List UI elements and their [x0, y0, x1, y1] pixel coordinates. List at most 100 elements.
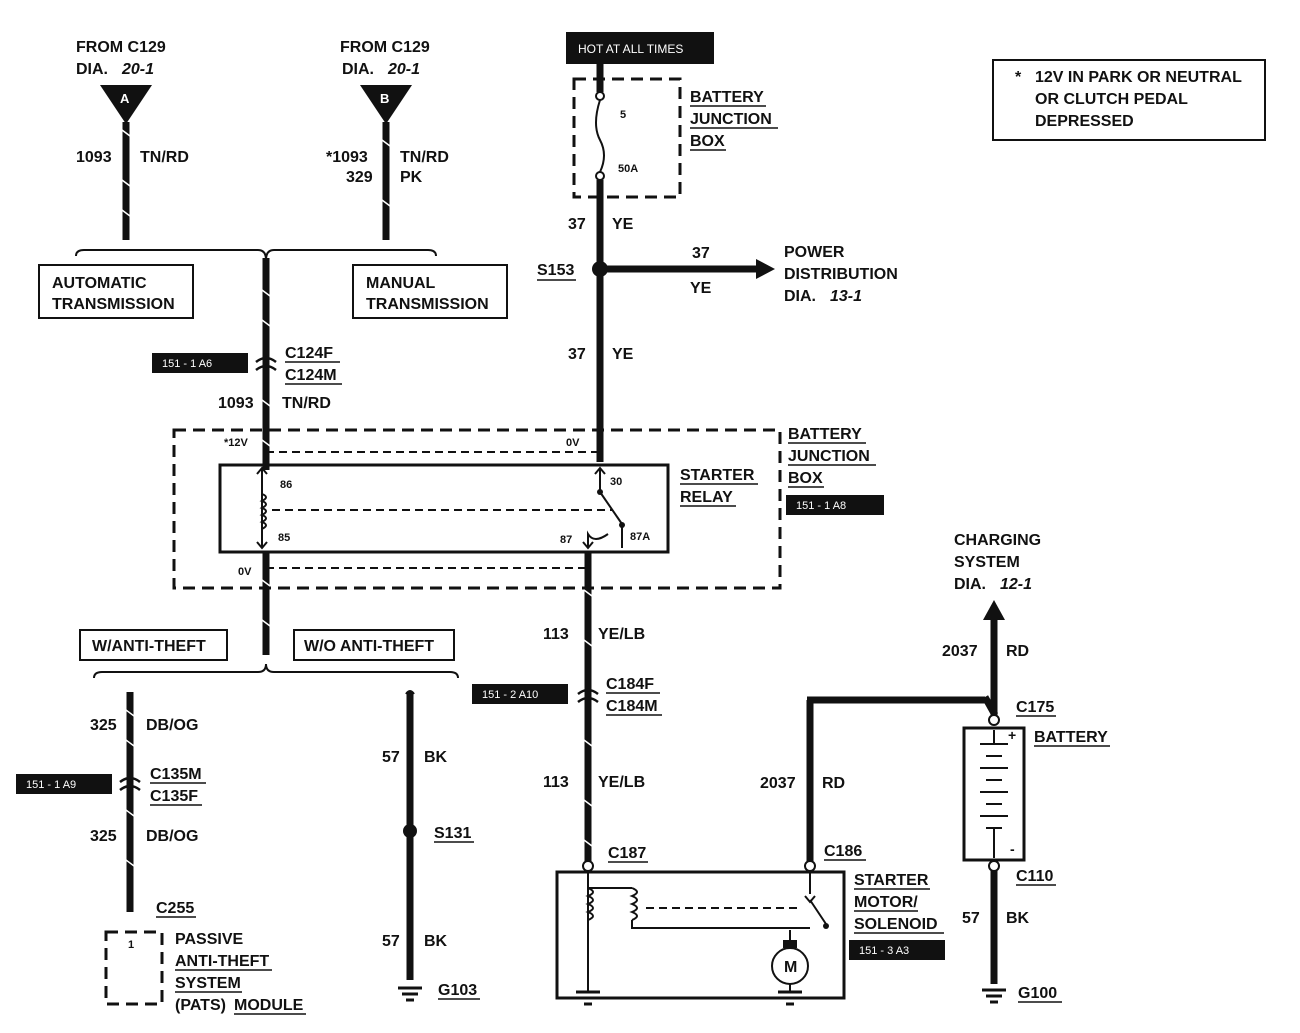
- conn-c184f: C184F: [606, 676, 654, 693]
- bjb-top-line3: BOX: [690, 133, 725, 150]
- from-a-line1: FROM C129: [76, 39, 166, 56]
- arrow-up-icon: [983, 600, 1005, 620]
- charging-dia-ref: 12-1: [1000, 576, 1032, 593]
- bjb-top-line2: JUNCTION: [690, 111, 772, 128]
- starter-line1: STARTER: [854, 872, 929, 889]
- splice-s153-icon: [592, 261, 608, 277]
- ground-starter-1-icon: [576, 990, 600, 1006]
- wire-2037-mid-num: 2037: [760, 775, 796, 792]
- splice-s153: S153: [537, 262, 574, 279]
- power-dist-line2: DISTRIBUTION: [784, 266, 898, 283]
- relay-pin87: 87: [560, 534, 572, 546]
- starter-solenoid-box: [555, 870, 846, 1000]
- power-dist-dia-prefix: DIA.: [784, 288, 816, 305]
- tag-a8-bg: [786, 495, 884, 515]
- solenoid-coil-2-icon: [588, 887, 810, 929]
- ground-g103: G103: [438, 982, 477, 999]
- bjb-main-line2: JUNCTION: [788, 448, 870, 465]
- conn-c255: C255: [156, 900, 194, 917]
- wire-57-batt-color: BK: [1006, 910, 1030, 927]
- relay-pin87a: 87A: [630, 531, 650, 543]
- bjb-main-line3: BOX: [788, 470, 823, 487]
- fuse-amp: 50A: [618, 163, 638, 175]
- conn-c124m: C124M: [285, 367, 337, 384]
- pats-pin: 1: [128, 939, 134, 951]
- tag-a6: 151 - 1 A6: [162, 358, 212, 370]
- arrow-right-icon: [756, 259, 775, 279]
- tag-a10-bg: [472, 684, 568, 704]
- tag-a3: 151 - 3 A3: [859, 945, 909, 957]
- connector-b-icon: [360, 85, 412, 124]
- note-star: *: [1015, 69, 1022, 86]
- wire-325-low-num: 325: [90, 828, 117, 845]
- connector-a-letter: A: [120, 91, 130, 106]
- conn-c186: C186: [824, 843, 862, 860]
- brace-bottom: [93, 663, 459, 679]
- wire-325-top-color: DB/OG: [146, 717, 198, 734]
- wire-57-low-color: BK: [424, 933, 448, 950]
- wire-57-top-num: 57: [382, 749, 400, 766]
- hot-label-bg: [566, 32, 714, 64]
- no-anti-theft-box: [293, 629, 455, 661]
- wire-37-mid-color: YE: [612, 346, 634, 363]
- solenoid-coil-1-icon: [585, 887, 594, 921]
- from-a-dia-prefix: DIA.: [76, 61, 108, 78]
- conn-c110: C110: [1016, 868, 1053, 885]
- relay-line2: RELAY: [680, 489, 733, 506]
- power-dist-dia-ref: 13-1: [830, 288, 862, 305]
- conn-c187: C187: [608, 845, 646, 862]
- conn-c135f: C135F: [150, 788, 198, 805]
- anti-theft-box: [79, 629, 228, 661]
- note-line-2: OR CLUTCH PEDAL: [1035, 91, 1188, 108]
- from-b-dia-ref: 20-1: [387, 61, 420, 78]
- connector-a-icon: [100, 85, 152, 124]
- conn-c135m: C135M: [150, 766, 202, 783]
- battery-minus: -: [1010, 841, 1015, 857]
- tag-a9: 151 - 1 A9: [26, 779, 76, 791]
- wire-57-low-num: 57: [382, 933, 400, 950]
- wire-b2-num: 329: [346, 169, 373, 186]
- auto-trans-line1: AUTOMATIC: [52, 275, 147, 292]
- from-b-dia-prefix: DIA.: [342, 61, 374, 78]
- power-dist-line1: POWER: [784, 244, 845, 261]
- manual-trans-box: [352, 264, 508, 319]
- charging-line1: CHARGING: [954, 532, 1041, 549]
- starter-line3: SOLENOID: [854, 916, 938, 933]
- wire-113-low-num: 113: [543, 774, 569, 791]
- wire-37-mid-num: 37: [568, 346, 586, 363]
- relay-line1: STARTER: [680, 467, 755, 484]
- bjb-main-box: [172, 428, 782, 590]
- conn-c184m: C184M: [606, 698, 658, 715]
- battery-cells-icon: [980, 730, 1008, 858]
- charging-dia-prefix: DIA.: [954, 576, 986, 593]
- pats-line4a: (PATS): [175, 997, 226, 1014]
- from-a-dia-ref: 20-1: [121, 61, 154, 78]
- wire-37-top-color: YE: [612, 216, 634, 233]
- bjb-main-line1: BATTERY: [788, 426, 862, 443]
- fuse-num: 5: [620, 109, 626, 121]
- note-line-1: 12V IN PARK OR NEUTRAL: [1035, 69, 1242, 86]
- wire-2037-top-color: RD: [1006, 643, 1029, 660]
- pats-module-box: [104, 930, 164, 1006]
- conn-c124f: C124F: [285, 345, 333, 362]
- wire-2037-top-num: 2037: [942, 643, 978, 660]
- wire-113-top-num: 113: [543, 626, 569, 643]
- pats-line4b: MODULE: [234, 997, 304, 1014]
- hot-label: HOT AT ALL TIMES: [578, 42, 683, 56]
- bjb-top-line1: BATTERY: [690, 89, 764, 106]
- auto-trans-line2: TRANSMISSION: [52, 296, 175, 313]
- relay-pin86: 86: [280, 479, 292, 491]
- motor-label: M: [784, 959, 797, 976]
- auto-trans-box: [38, 264, 194, 319]
- solenoid-switch-icon: [809, 899, 827, 925]
- relay-switch-icon: [599, 491, 623, 525]
- relay-pin30: 30: [610, 476, 622, 488]
- note-box: [992, 59, 1266, 141]
- wire-b2-color: PK: [400, 169, 423, 186]
- ground-starter-2-icon: [778, 990, 802, 1006]
- wire-37-right-num: 37: [692, 245, 710, 262]
- volt-0v-top: 0V: [566, 437, 580, 449]
- relay-coil-icon: [259, 493, 267, 530]
- wire-113-low-color: YE/LB: [598, 774, 645, 791]
